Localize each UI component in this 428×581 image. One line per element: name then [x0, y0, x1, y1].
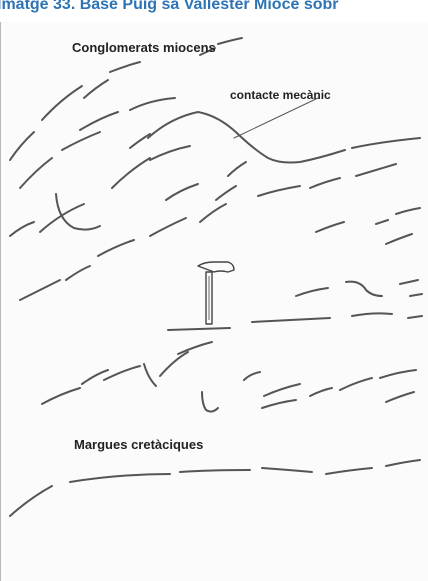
- bedding-line: [316, 222, 344, 232]
- bedding-line: [258, 186, 300, 196]
- bedding-line: [356, 164, 396, 176]
- bedding-line: [104, 366, 140, 380]
- bedding-line: [264, 384, 300, 396]
- bedding-line: [112, 158, 150, 188]
- bedding-line: [150, 146, 190, 160]
- bedding-line: [352, 138, 420, 148]
- bedding-line: [144, 364, 156, 386]
- bedding-line: [408, 316, 422, 318]
- bedding-line: [346, 282, 382, 296]
- bedding-line: [10, 132, 34, 160]
- bedding-line: [352, 313, 392, 316]
- bedding-line: [20, 280, 60, 300]
- bedding-line: [310, 388, 332, 396]
- bedding-line: [10, 222, 34, 236]
- label-contacte-mecanic: contacte mecànic: [230, 88, 331, 102]
- bedding-line: [310, 178, 340, 188]
- bedding-line: [178, 342, 212, 354]
- bedding-line: [180, 470, 250, 472]
- bedding-line: [386, 392, 414, 402]
- bedding-line: [218, 38, 242, 44]
- contact-pointer: [234, 98, 318, 138]
- bedding-line: [130, 134, 150, 148]
- bedding-line: [244, 372, 260, 380]
- bedding-line: [326, 468, 372, 474]
- bedding-line: [98, 240, 134, 256]
- bedding-line: [62, 132, 100, 150]
- bedding-line: [82, 370, 108, 384]
- hammer-icon: [198, 262, 234, 324]
- bedding-line: [262, 468, 312, 472]
- bedding-line: [396, 208, 420, 214]
- bedding-line: [130, 98, 175, 110]
- bedding-line: [380, 370, 416, 378]
- contact-arch: [148, 112, 345, 163]
- bedding-line: [386, 460, 420, 466]
- bedding-line: [66, 266, 90, 280]
- bedding-line: [20, 158, 52, 188]
- bedding-line: [410, 294, 422, 296]
- bedding-line: [340, 378, 372, 390]
- bedding-line: [150, 218, 186, 236]
- bedding-line: [228, 162, 246, 176]
- bedding-line: [400, 280, 418, 284]
- bedding-line: [200, 204, 226, 222]
- bedding-line: [166, 184, 198, 200]
- bedding-line: [42, 388, 80, 404]
- bedding-line: [262, 400, 296, 408]
- bedding-line: [84, 80, 108, 98]
- bedding-line: [296, 288, 328, 296]
- bedding-line: [70, 474, 170, 482]
- bedding-line: [10, 486, 52, 516]
- bedding-line: [376, 220, 388, 224]
- bedding-line: [252, 318, 330, 322]
- bedding-line: [56, 194, 100, 230]
- bedding-line: [216, 186, 236, 200]
- bedding-line: [42, 86, 82, 120]
- label-margues-cretaciques: Margues cretàciques: [74, 437, 203, 452]
- bedding-line: [386, 234, 412, 244]
- bedding-line: [80, 112, 118, 130]
- bedding-line: [202, 392, 218, 412]
- bedding-line: [110, 62, 140, 72]
- label-conglomerats-miocens: Conglomerats miocens: [72, 40, 216, 55]
- bedding-line: [160, 352, 188, 376]
- bedding-line: [168, 328, 230, 330]
